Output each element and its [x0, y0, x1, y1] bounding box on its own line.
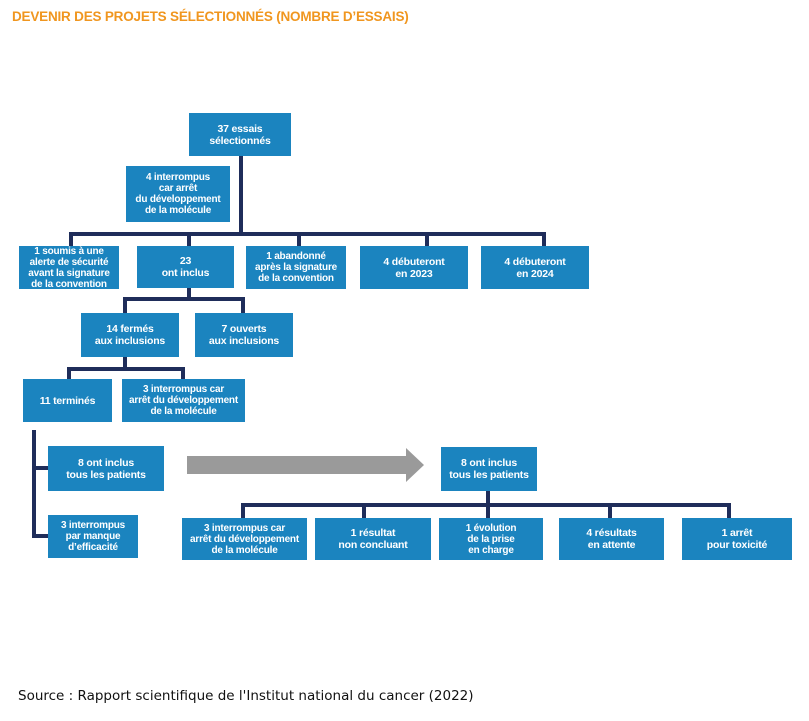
connector — [32, 466, 48, 470]
connector — [69, 232, 546, 236]
connector — [239, 156, 243, 234]
node-abandoned: 1 abandonné après la signature de la con… — [246, 246, 346, 289]
node-finished: 11 terminés — [23, 379, 112, 422]
connector — [67, 367, 71, 379]
node-start-2024: 4 débuteront en 2024 — [481, 246, 589, 289]
node-start-2023: 4 débuteront en 2023 — [360, 246, 468, 289]
connector — [123, 297, 127, 313]
connector — [32, 430, 36, 538]
connector — [67, 367, 185, 371]
connector — [181, 367, 185, 379]
node-all-patients-2: 8 ont inclus tous les patients — [441, 447, 537, 491]
node-stopped-efficacy: 3 interrompus par manque d’efficacité — [48, 515, 138, 558]
connector — [425, 232, 429, 246]
connector — [123, 297, 245, 301]
node-all-patients: 8 ont inclus tous les patients — [48, 446, 164, 491]
connector — [123, 357, 127, 369]
connector — [69, 232, 73, 246]
connector — [486, 491, 490, 505]
node-outcome-toxicity: 1 arrêt pour toxicité — [682, 518, 792, 560]
connector — [241, 297, 245, 313]
node-open: 7 ouverts aux inclusions — [195, 313, 293, 357]
connector — [241, 503, 245, 518]
connector — [542, 232, 546, 246]
node-outcome-care-evolution: 1 évolution de la prise en charge — [439, 518, 543, 560]
node-stopped-development-3: 3 interrompus car arrêt du développement… — [122, 379, 245, 422]
chart-title: DEVENIR DES PROJETS SÉLECTIONNÉS (NOMBRE… — [12, 9, 409, 24]
connector — [187, 288, 191, 299]
node-outcome-pending: 4 résultats en attente — [559, 518, 664, 560]
node-safety-alert: 1 soumis à une alerte de sécurité avant … — [19, 246, 119, 290]
connector — [727, 503, 731, 518]
node-included: 23 ont inclus — [137, 246, 234, 288]
node-selected: 37 essais sélectionnés — [189, 113, 291, 156]
node-outcome-stopped-development: 3 interrompus car arrêt du développement… — [182, 518, 307, 560]
node-stopped-development: 4 interrompus car arrêt du développement… — [126, 166, 230, 222]
node-closed: 14 fermés aux inclusions — [81, 313, 179, 357]
connector — [608, 503, 612, 518]
connector — [486, 503, 490, 518]
source-note: Source : Rapport scientifique de l'Insti… — [18, 688, 474, 704]
connector — [362, 503, 366, 518]
connector — [187, 232, 191, 246]
connector — [32, 534, 48, 538]
node-outcome-inconclusive: 1 résultat non concluant — [315, 518, 431, 560]
connector — [297, 232, 301, 246]
